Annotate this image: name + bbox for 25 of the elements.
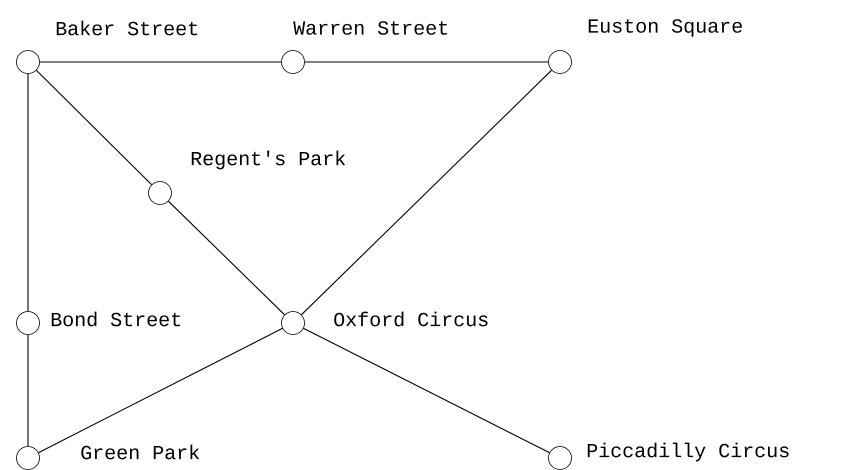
- station-label: Oxford Circus: [334, 312, 488, 326]
- station-circle: [16, 50, 40, 74]
- station-circle: [16, 311, 40, 335]
- track-line: [38, 328, 283, 454]
- station-label: Green Park: [81, 444, 200, 460]
- track-line: [36, 70, 152, 185]
- station-circle: [281, 311, 305, 335]
- station-circle: [548, 50, 572, 74]
- station-label: Bond Street: [52, 312, 180, 326]
- track-line: [304, 61, 548, 63]
- track-line: [301, 70, 552, 316]
- station-label: Baker Street: [56, 20, 198, 36]
- track-line: [40, 61, 282, 63]
- station-circle: [281, 50, 305, 74]
- track-line: [27, 334, 29, 446]
- station-label: Warren Street: [293, 21, 448, 35]
- station-circle: [16, 446, 40, 470]
- track-line: [303, 328, 550, 454]
- station-label: Regent's Park: [192, 150, 346, 170]
- station-label: Euston Square: [588, 19, 742, 37]
- station-circle: [548, 446, 572, 470]
- station-circle: [148, 181, 172, 205]
- track-line: [168, 200, 285, 316]
- track-line: [27, 74, 29, 312]
- station-label: Piccadilly Circus: [588, 442, 789, 462]
